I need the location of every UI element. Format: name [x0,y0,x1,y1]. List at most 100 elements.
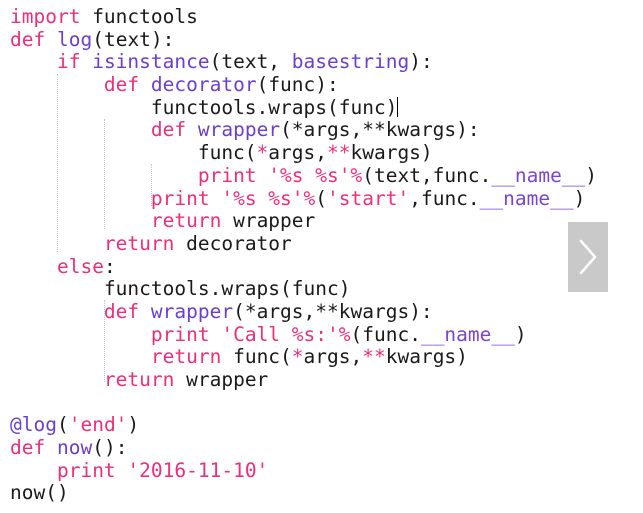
code-token: def [150,118,187,142]
indent-guide [104,300,105,382]
code-line[interactable]: func(*args,**kwargs) [10,141,597,165]
code-token [10,345,151,368]
code-token: kwargs) [350,141,433,165]
code-token: ) [573,186,586,210]
code-token: import [10,5,81,28]
code-token: print [197,163,257,187]
code-line[interactable] [10,392,597,415]
code-token [10,187,151,210]
code-token: __name__ [491,163,586,187]
code-token: * [291,345,304,369]
code-token [257,164,269,187]
code-token: ( [315,186,328,210]
code-line[interactable]: if isinstance(text, basestring): [10,51,597,74]
code-token [210,323,222,346]
code-token: ( [56,413,69,437]
code-token: (): [92,436,128,460]
code-token: : [103,254,116,278]
code-token: (text, [209,50,292,74]
code-token: kwargs) [385,345,468,369]
code-token: @log [10,413,57,437]
code-token: def [103,299,140,323]
code-token: args, [268,141,327,165]
code-token [139,300,151,323]
code-token: isinstance [92,50,210,74]
code-token: basestring [291,50,410,74]
code-token: __name__ [420,322,515,346]
code-token: args, [303,345,363,369]
code-token [10,323,151,346]
code-token: (func. [350,322,421,346]
code-token: now() [10,481,69,505]
code-line[interactable]: print 'Call %s:'%(func.__name__) [10,322,597,347]
code-token: decorator [150,73,257,97]
code-line[interactable]: print '%s %s'%(text,func.__name__) [10,163,598,188]
code-token: print [150,322,210,346]
code-token: (func): [256,73,339,97]
code-token: wrapper [197,118,281,142]
code-token [10,368,104,391]
code-line[interactable]: def decorator(func): [10,73,597,97]
code-line[interactable]: print '%s %s'%('start',func.__name__) [10,186,597,211]
chevron-right-icon [579,239,597,275]
code-line[interactable]: def log(text): [10,28,597,52]
code-token [45,28,57,51]
code-token: functools.wraps(func) [10,95,398,119]
code-token: wrapper [174,368,269,391]
code-line[interactable]: return func(*args,**kwargs) [10,345,597,369]
code-token: 'end' [68,413,128,437]
code-token: wrapper [221,209,316,233]
code-line[interactable]: functools.wraps(func) [10,277,597,301]
code-line[interactable]: def wrapper(*args,**kwargs): [10,299,597,324]
code-token [10,50,57,73]
code-token: ): [409,50,433,74]
code-line[interactable]: return wrapper [10,368,597,392]
code-token: % [338,322,351,346]
code-token [186,118,198,141]
code-token [10,300,104,323]
code-token: func( [221,345,292,369]
code-token: (text,func. [362,163,492,187]
code-token: functools [80,5,198,28]
code-token: return [103,231,175,255]
code-token: ) [514,322,527,346]
code-token: 'start' [327,186,410,210]
code-token [10,255,57,278]
code-line[interactable]: def now(): [10,436,597,460]
code-token: print [56,458,116,482]
code-token: '2016-11-10' [127,458,269,482]
code-token: ) [585,163,598,187]
code-token: * [256,141,269,165]
code-line[interactable]: import functools [10,5,597,29]
code-token: return [150,345,222,369]
code-line[interactable]: @log('end') [10,414,597,437]
next-page-button[interactable] [568,222,608,292]
text-cursor [397,96,399,117]
code-token [10,118,151,141]
code-token [80,50,92,73]
code-line[interactable]: functools.wraps(func) [10,95,597,120]
code-token: '%s %s' [268,163,351,187]
code-line[interactable]: return wrapper [10,209,597,233]
code-token: (*args,**kwargs): [233,299,433,323]
code-line[interactable]: else: [10,254,597,279]
code-token: ** [327,141,351,165]
code-token: else [56,254,104,278]
code-token: % [350,163,363,187]
code-token: if [56,50,81,74]
code-token: now [56,436,93,460]
code-token [45,436,57,459]
code-token: % [303,186,316,210]
code-token: wrapper [150,299,234,323]
code-line[interactable]: now() [10,482,597,505]
code-line[interactable]: print '2016-11-10' [10,458,597,483]
code-line[interactable]: return decorator [10,231,597,256]
code-token: 'Call %s:' [221,322,339,346]
code-line[interactable]: def wrapper(*args,**kwargs): [10,119,597,142]
code-token [210,187,222,210]
code-token: def [10,436,46,460]
code-token: return [150,209,222,233]
code-token [139,73,151,96]
code-token: (*args,**kwargs): [280,118,480,142]
